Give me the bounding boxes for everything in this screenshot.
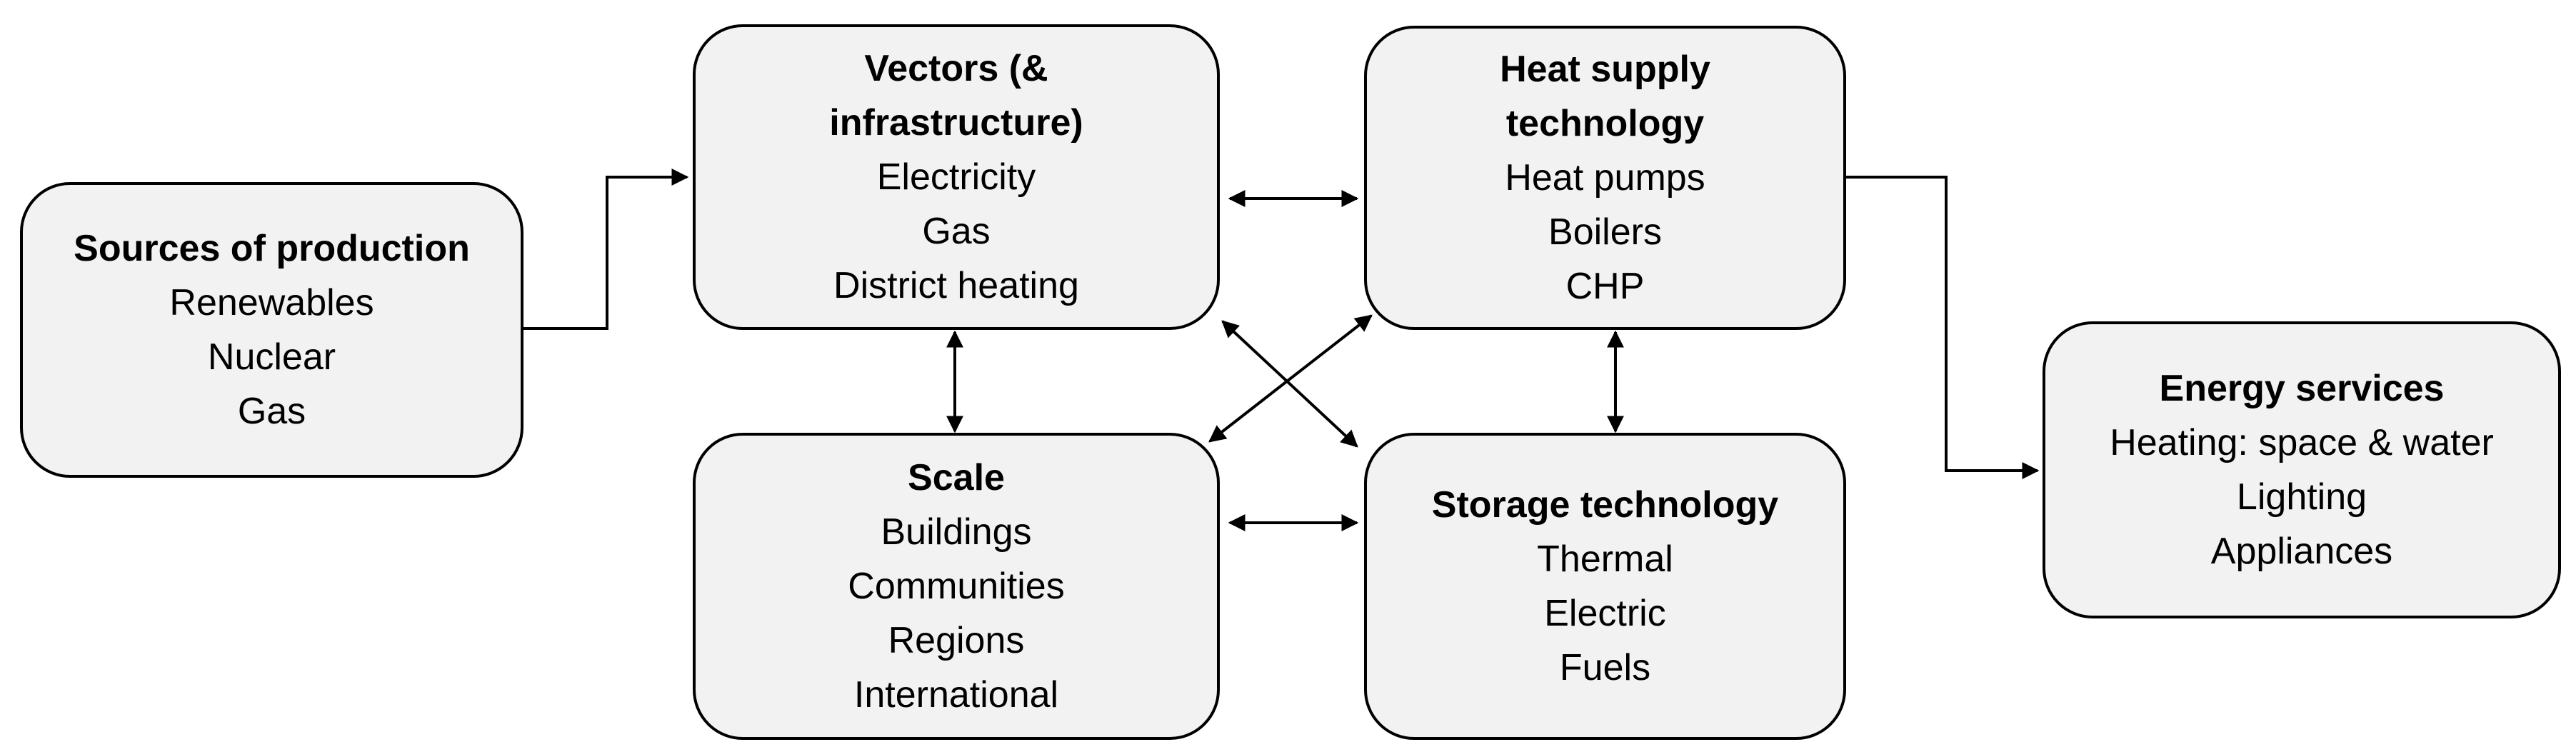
node-heat-supply-technology: Heat supply technology Heat pumps Boiler… [1364,26,1846,330]
node-item: CHP [1565,266,1645,307]
node-title-line: Vectors (& [864,48,1048,89]
arrow-heat-to-services [1846,176,2040,479]
node-vectors-infrastructure: Vectors (& infrastructure) Electricity G… [693,24,1220,330]
node-energy-services: Energy services Heating: space & water L… [2043,321,2561,618]
node-item: Appliances [2210,531,2393,572]
node-item: Heat pumps [1505,157,1705,199]
arrow-vectors-storage [1221,320,1358,448]
node-item: Fuels [1559,647,1651,688]
node-item: Renewables [169,282,374,324]
node-title-line: infrastructure) [829,102,1083,144]
node-item: International [853,674,1059,716]
node-item: Lighting [2236,476,2367,518]
node-item: Nuclear [207,336,336,378]
node-item: Heating: space & water [2110,422,2494,463]
node-item: Electricity [876,156,1036,198]
node-title: Sources of production [74,228,470,269]
node-title-line: technology [1505,103,1705,144]
node-item: Electric [1544,593,1666,634]
node-title: Scale [908,457,1005,498]
node-item: District heating [833,265,1079,306]
node-storage-technology: Storage technology Thermal Electric Fuel… [1364,433,1846,740]
node-title: Energy services [2159,368,2445,409]
node-scale: Scale Buildings Communities Regions Inte… [693,433,1220,740]
node-item: Gas [237,391,306,432]
node-item: Thermal [1537,538,1673,580]
node-title: Storage technology [1431,484,1779,526]
node-item: Boilers [1548,211,1662,253]
arrow-heat-scale [1208,314,1373,443]
node-item: Gas [922,211,991,252]
arrow-sources-to-vectors [523,169,689,330]
node-item: Communities [848,566,1065,607]
node-item: Regions [888,620,1025,661]
node-item: Buildings [881,511,1032,553]
node-title-line: Heat supply [1500,49,1710,90]
node-sources-of-production: Sources of production Renewables Nuclear… [20,182,523,478]
